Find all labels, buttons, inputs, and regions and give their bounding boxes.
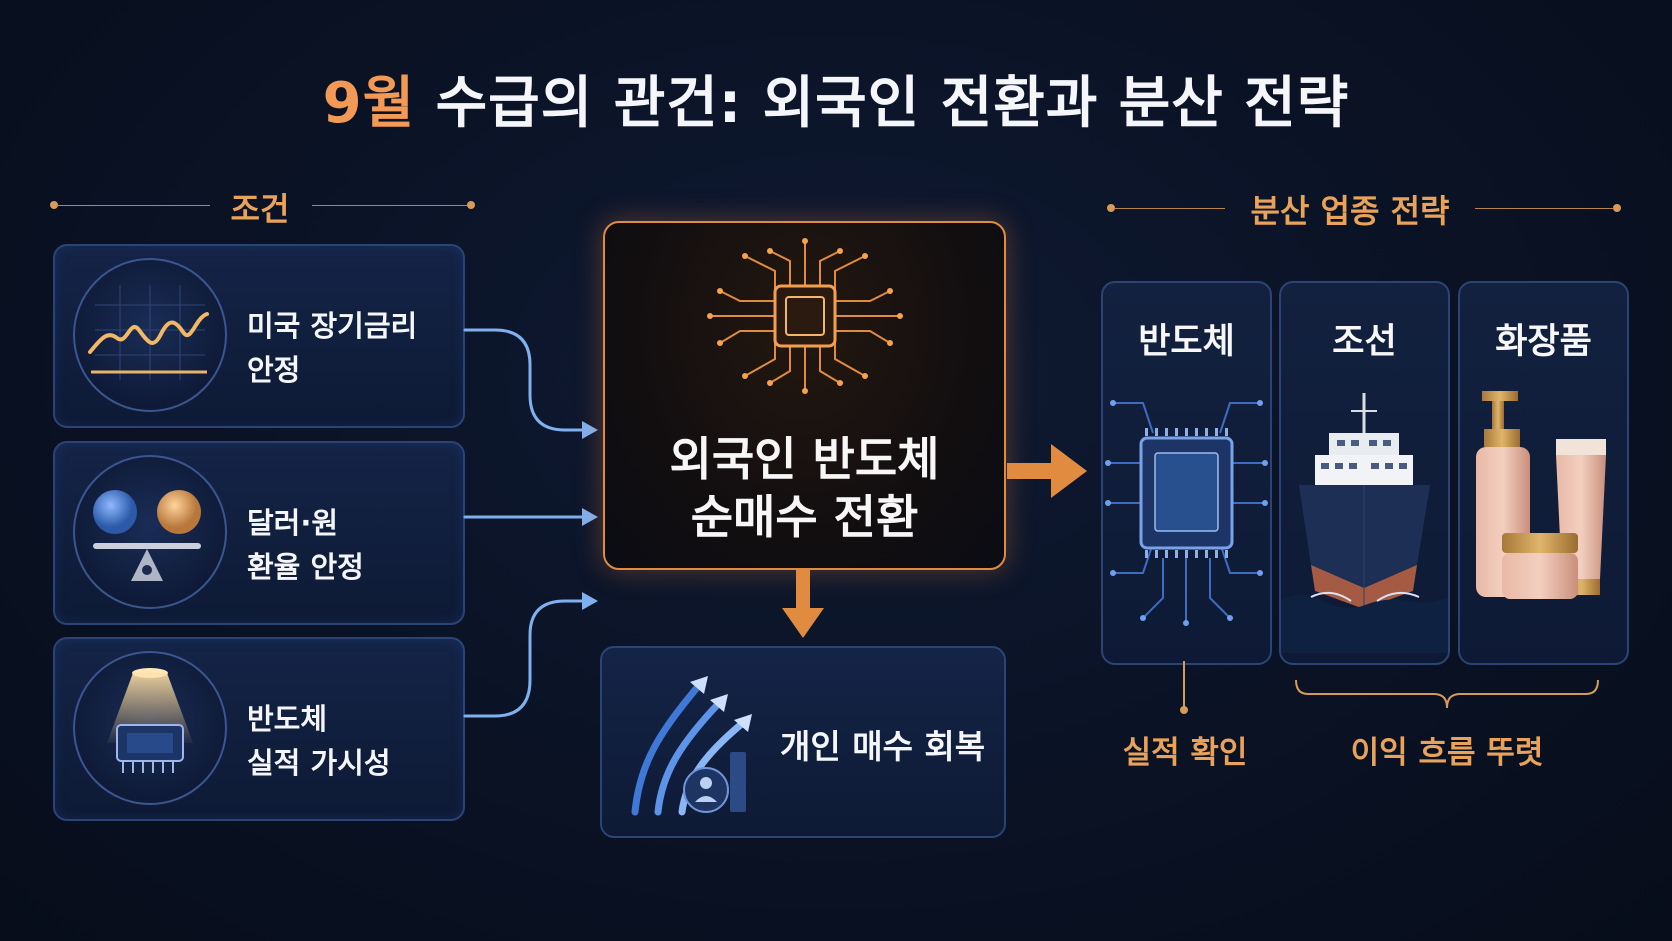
sector-card-shipbuilding: 조선 [1279,281,1450,665]
heading-line-left [58,205,210,206]
chip-spotlight-icon [73,651,227,805]
sector-card-semiconductor: 반도체 [1101,281,1272,665]
sector-strategy-heading: 분산 업종 전략 [1250,192,1450,230]
conditions-heading: 조건 [230,190,290,228]
arrowhead-chip [582,592,598,610]
arrowhead-rates [582,421,598,439]
page-title: 9월 수급의 관건: 외국인 전환과 분산 전략 [0,58,1672,139]
arrowhead-fx [582,508,598,526]
heading-dot-left [50,201,58,209]
sector-name: 화장품 [1495,322,1592,362]
condition-label-line1: 반도체 [247,702,328,736]
condition-label-line1: 미국 장기금리 [247,309,418,343]
chip-circuit-icon [707,238,903,394]
cosmetics-bottles-icon [1476,391,1606,599]
condition-label-line2: 안정 [247,353,301,387]
semiconductor-note: 실적 확인 [1122,735,1248,771]
down-arrow [782,568,824,638]
heading-dot-right [1107,204,1115,212]
condition-label-line1: 달러·원 [247,506,339,540]
heading-dot-right-2 [1613,204,1621,212]
heading-line-right-2 [1475,208,1613,209]
condition-label-line2: 환율 안정 [247,550,364,584]
condition-label-line2: 실적 가시성 [247,746,391,780]
rising-arrows-person-icon [631,676,752,816]
title-main: 수급의 관건: 외국인 전환과 분산 전략 [415,71,1350,136]
condition-connectors [463,328,598,718]
cargo-ship-icon [1281,393,1448,653]
note-dot-semiconductor [1180,706,1188,714]
note-bracket-others [1295,679,1599,709]
sector-name: 조선 [1332,322,1397,362]
connector-rates [463,328,587,432]
rate-chart-icon [73,258,227,412]
foreign-buying-box: 외국인 반도체 순매수 전환 [603,221,1006,570]
heading-dot-left-2 [467,201,475,209]
note-stem-semiconductor [1183,661,1185,709]
sector-name: 반도체 [1138,322,1235,362]
heading-line-right [1115,208,1225,209]
connector-chip [463,599,587,718]
retail-label: 개인 매수 회복 [780,727,986,766]
center-label-line2: 순매수 전환 [690,490,919,544]
others-note: 이익 흐름 뚜렷 [1350,735,1544,771]
center-label-line1: 외국인 반도체 [669,432,940,486]
sector-card-cosmetics: 화장품 [1458,281,1629,665]
semiconductor-chip-icon [1105,400,1268,626]
right-arrow [1007,444,1087,498]
currency-balance-icon [73,455,227,609]
heading-line-left-2 [312,205,467,206]
retail-buying-box: 개인 매수 회복 [600,646,1006,838]
title-accent: 9월 [322,71,416,136]
